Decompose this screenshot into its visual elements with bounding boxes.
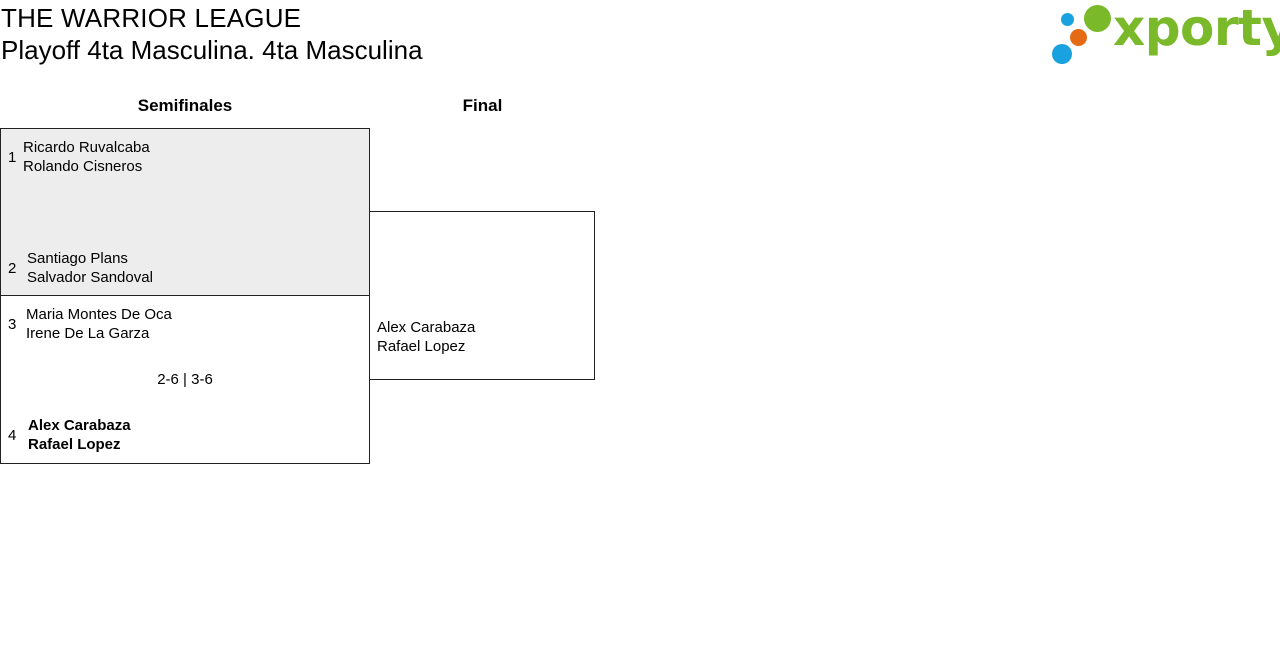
logo-dot-green-icon xyxy=(1084,5,1111,32)
logo-dot-blue-large-icon xyxy=(1052,44,1072,64)
logo-text: xporty xyxy=(1113,0,1280,57)
team-entry[interactable]: Santiago Plans Salvador Sandoval xyxy=(27,249,153,287)
seed-number: 3 xyxy=(8,316,17,333)
player-name: Irene De La Garza xyxy=(26,325,150,342)
player-name: Alex Carabaza xyxy=(28,417,131,434)
tournament-title: Playoff 4ta Masculina. 4ta Masculina xyxy=(1,35,423,65)
player-name: Rolando Cisneros xyxy=(23,158,143,175)
player-name: Maria Montes De Oca xyxy=(26,306,172,323)
team-entry[interactable]: Maria Montes De Oca Irene De La Garza xyxy=(26,305,172,343)
final-match[interactable]: Alex Carabaza Rafael Lopez xyxy=(369,211,595,380)
seed-number: 4 xyxy=(8,427,17,444)
player-name: Rafael Lopez xyxy=(28,436,121,453)
team-entry[interactable]: Alex Carabaza Rafael Lopez xyxy=(377,318,475,356)
team-entry-winner[interactable]: Alex Carabaza Rafael Lopez xyxy=(28,416,131,454)
player-name: Salvador Sandoval xyxy=(27,269,153,286)
semifinal-match-1[interactable]: 1 Ricardo Ruvalcaba Rolando Cisneros 2 S… xyxy=(0,128,370,296)
league-title: THE WARRIOR LEAGUE xyxy=(1,3,302,33)
round-header-semifinals: Semifinales xyxy=(137,96,233,115)
logo-dot-orange-icon xyxy=(1070,29,1087,46)
xporty-logo[interactable]: xporty xyxy=(1050,0,1280,67)
player-name: Santiago Plans xyxy=(27,250,128,267)
team-entry[interactable]: Ricardo Ruvalcaba Rolando Cisneros xyxy=(23,138,150,176)
player-name: Ricardo Ruvalcaba xyxy=(23,139,150,156)
logo-dot-blue-small-icon xyxy=(1061,13,1074,26)
player-name: Rafael Lopez xyxy=(377,338,466,355)
match-score: 2-6 | 3-6 xyxy=(157,371,213,388)
round-header-final: Final xyxy=(462,96,503,115)
seed-number: 2 xyxy=(8,260,17,277)
player-name: Alex Carabaza xyxy=(377,319,476,336)
seed-number: 1 xyxy=(8,149,17,166)
semifinal-match-2[interactable]: 3 Maria Montes De Oca Irene De La Garza … xyxy=(0,295,370,464)
